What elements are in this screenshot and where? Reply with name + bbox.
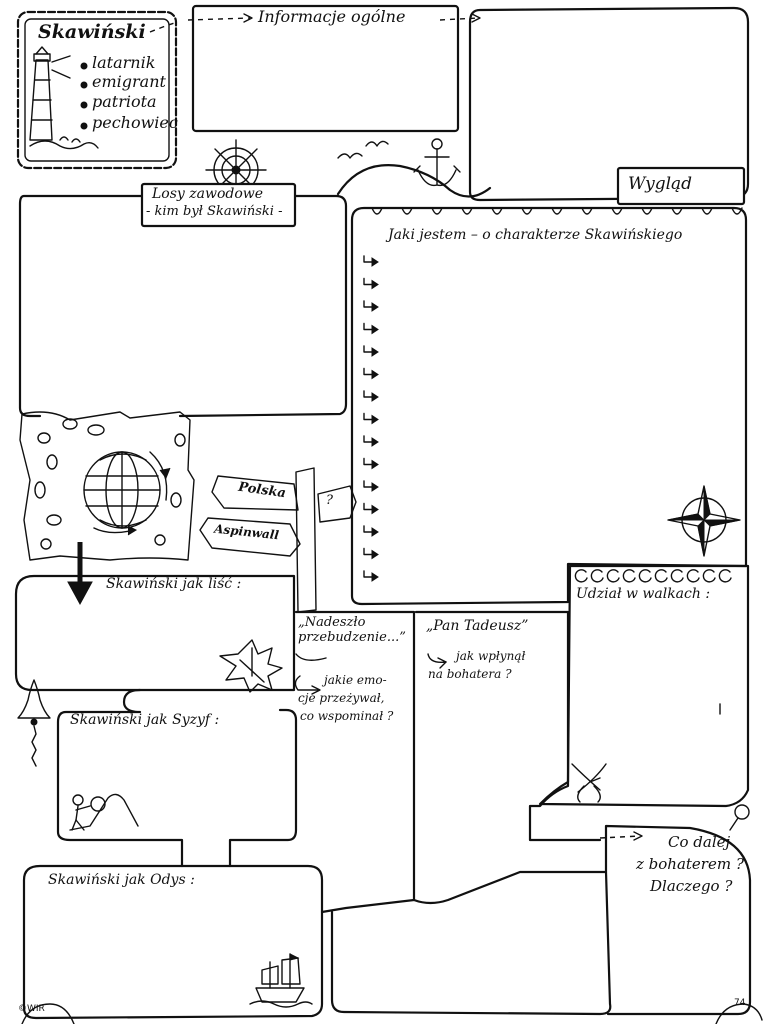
bullet-arrow-head [371,549,379,560]
pan-tadeusz-question-line2: na bohatera ? [428,667,512,681]
sisyphus-heading: Skawiński jak Syzyf : [70,712,220,728]
bullet-arrow-head [371,392,379,402]
spiral-ring [686,569,700,583]
card-trait-3: patriota [92,92,157,111]
down-arrow-icon [67,542,93,606]
sisyphus-icon [69,793,139,831]
globe-map [19,411,195,561]
leaf-heading: Skawiński jak liść : [106,576,242,592]
career-heading-line2: - kim był Skawiński - [146,204,283,219]
character-traits-box[interactable] [350,206,748,606]
character-card [16,10,179,170]
bullet-arrow [363,390,375,398]
spiral-ring [574,569,588,583]
bullet-arrow [363,480,375,488]
anchor-icon [413,138,461,187]
bullet-arrow [363,547,375,556]
bullet-arrow [363,322,375,331]
bullet-arrow [363,435,375,443]
bullet-arrows [363,255,379,582]
career-heading-line1: Losy zawodowe [152,186,264,202]
card-trait-4: pechowiec [92,113,178,132]
spiral-ring [654,569,668,583]
leaf-box[interactable] [14,574,296,692]
appearance-heading: Wygląd [628,174,693,194]
odysseus-box[interactable] [22,864,324,1020]
sign-question [317,485,357,523]
spiral-ring [670,569,684,583]
globe-icon [83,451,171,536]
bullet-arrow-head [371,437,379,447]
sea-wave [336,164,492,198]
info-box[interactable] [191,4,460,133]
awakening-question-line2: cje przeżywał, [298,691,385,705]
compass-rose-icon [667,485,741,557]
bullet-arrow-head [371,302,379,312]
battles-heading: Udział w walkach : [576,586,711,602]
bullet-arrow [363,300,375,308]
bullet-arrow [363,255,375,263]
pan-tadeusz-title: „Pan Tadeusz” [426,618,529,634]
bell-icon [17,679,51,767]
bullet-arrow-head [371,369,379,380]
tab-notches [371,207,743,215]
battles-box[interactable] [538,564,750,808]
bullet-arrow [363,367,375,376]
future-box[interactable] [330,870,612,1016]
card-name: Skawiński [38,21,146,43]
awakening-title: „Nadeszło przebudzenie...” [298,615,406,645]
bullet-arrow-head [371,527,379,537]
bullet-arrow-head [371,414,379,425]
bullet-arrow [363,412,375,421]
bullet-arrow [363,345,375,353]
character-heading: Jaki jestem – o charakterze Skawińskiego [388,227,683,243]
bullet-arrow [363,525,375,533]
sign-question-label: ? [326,493,333,508]
career-box[interactable] [18,194,348,418]
maple-leaf-icon [219,639,283,693]
bullet-arrow-head [371,347,379,357]
future-line2: z bohaterem ? [636,855,744,873]
sailing-ship-icon [249,953,313,1008]
card-trait-1: latarnik [92,53,156,72]
crossed-sabres-icon [571,763,607,803]
sign-polska [211,475,299,511]
sisyphus-box[interactable] [56,688,298,868]
bullet-arrow-head [371,324,379,335]
spiral-ring [590,569,604,583]
spiral-binding [574,569,732,583]
future-line3: Dlaczego ? [650,877,733,895]
spiral-ring [702,569,716,583]
odysseus-heading: Skawiński jak Odys : [48,872,195,888]
lightbulb-pin [729,804,750,831]
page-number: 74 [734,998,746,1008]
seagulls-icon [337,140,389,159]
bullet-arrow [363,457,375,466]
pan-tadeusz-box[interactable] [414,610,602,842]
bullet-arrow-head [371,572,379,582]
bullet-arrow-head [371,504,379,515]
bullet-arrow-head [371,459,379,470]
pan-tadeusz-question-line1: jak wpłynął [456,649,526,663]
awakening-question-line3: co wspominał ? [300,709,394,723]
spiral-ring [606,569,620,583]
bullet-arrow-head [371,279,379,290]
spiral-ring [718,569,732,583]
bullet-arrow [363,502,375,511]
future-line1: Co dalej [668,833,731,851]
bullet-arrow-head [371,482,379,492]
card-trait-2: emigrant [92,72,166,91]
awakening-question-line1: jakie emo- [324,673,387,687]
sign-aspinwall [199,517,301,557]
spiral-ring [638,569,652,583]
spiral-ring [622,569,636,583]
bullet-arrow [363,277,375,286]
lighthouse-icon [29,46,99,150]
info-heading: Informacje ogólne [258,7,406,26]
copyright: ©WIR [18,1004,45,1014]
bullet-arrow-head [371,257,379,267]
bullet-arrow [363,570,375,578]
